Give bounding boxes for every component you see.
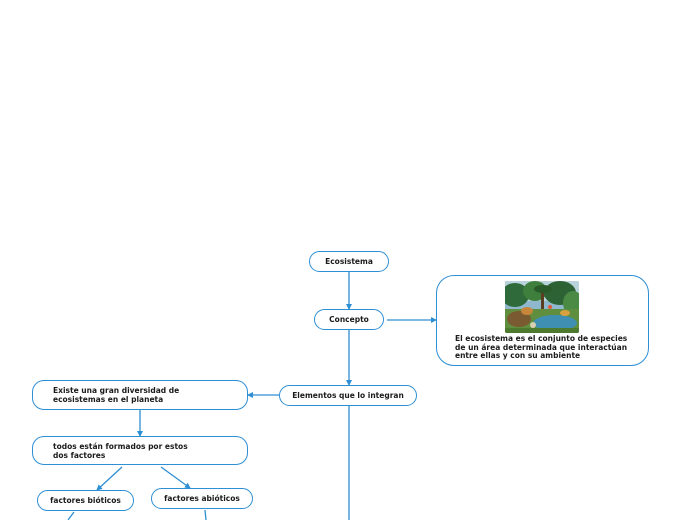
node-bioticos[interactable]: factores bióticos: [37, 490, 134, 511]
edge-abioticos-down: [205, 510, 206, 520]
node-factores-label: todos están formados por estos dos facto…: [53, 442, 203, 460]
ecosystem-illustration: [505, 281, 579, 333]
node-concepto[interactable]: Concepto: [314, 309, 384, 330]
node-elementos[interactable]: Elementos que lo integran: [279, 385, 417, 406]
node-ecosistema[interactable]: Ecosistema: [309, 251, 389, 272]
node-concepto-label: Concepto: [329, 315, 369, 324]
node-bioticos-label: factores bióticos: [50, 496, 121, 505]
edge-factores-bioticos: [97, 467, 122, 490]
node-abioticos-label: factores abióticos: [164, 494, 240, 503]
ecosystem-image: [505, 281, 579, 333]
node-elementos-label: Elementos que lo integran: [292, 391, 404, 400]
definicion-text: El ecosistema es el conjunto de especies…: [455, 335, 633, 361]
node-diversidad-label: Existe una gran diversidad de ecosistema…: [53, 386, 233, 404]
node-diversidad[interactable]: Existe una gran diversidad de ecosistema…: [32, 380, 248, 410]
edge-bioticos-down: [68, 512, 74, 520]
node-abioticos[interactable]: factores abióticos: [151, 488, 253, 509]
edge-factores-abioticos: [161, 467, 190, 488]
node-ecosistema-label: Ecosistema: [325, 257, 373, 266]
node-factores[interactable]: todos están formados por estos dos facto…: [32, 436, 248, 465]
